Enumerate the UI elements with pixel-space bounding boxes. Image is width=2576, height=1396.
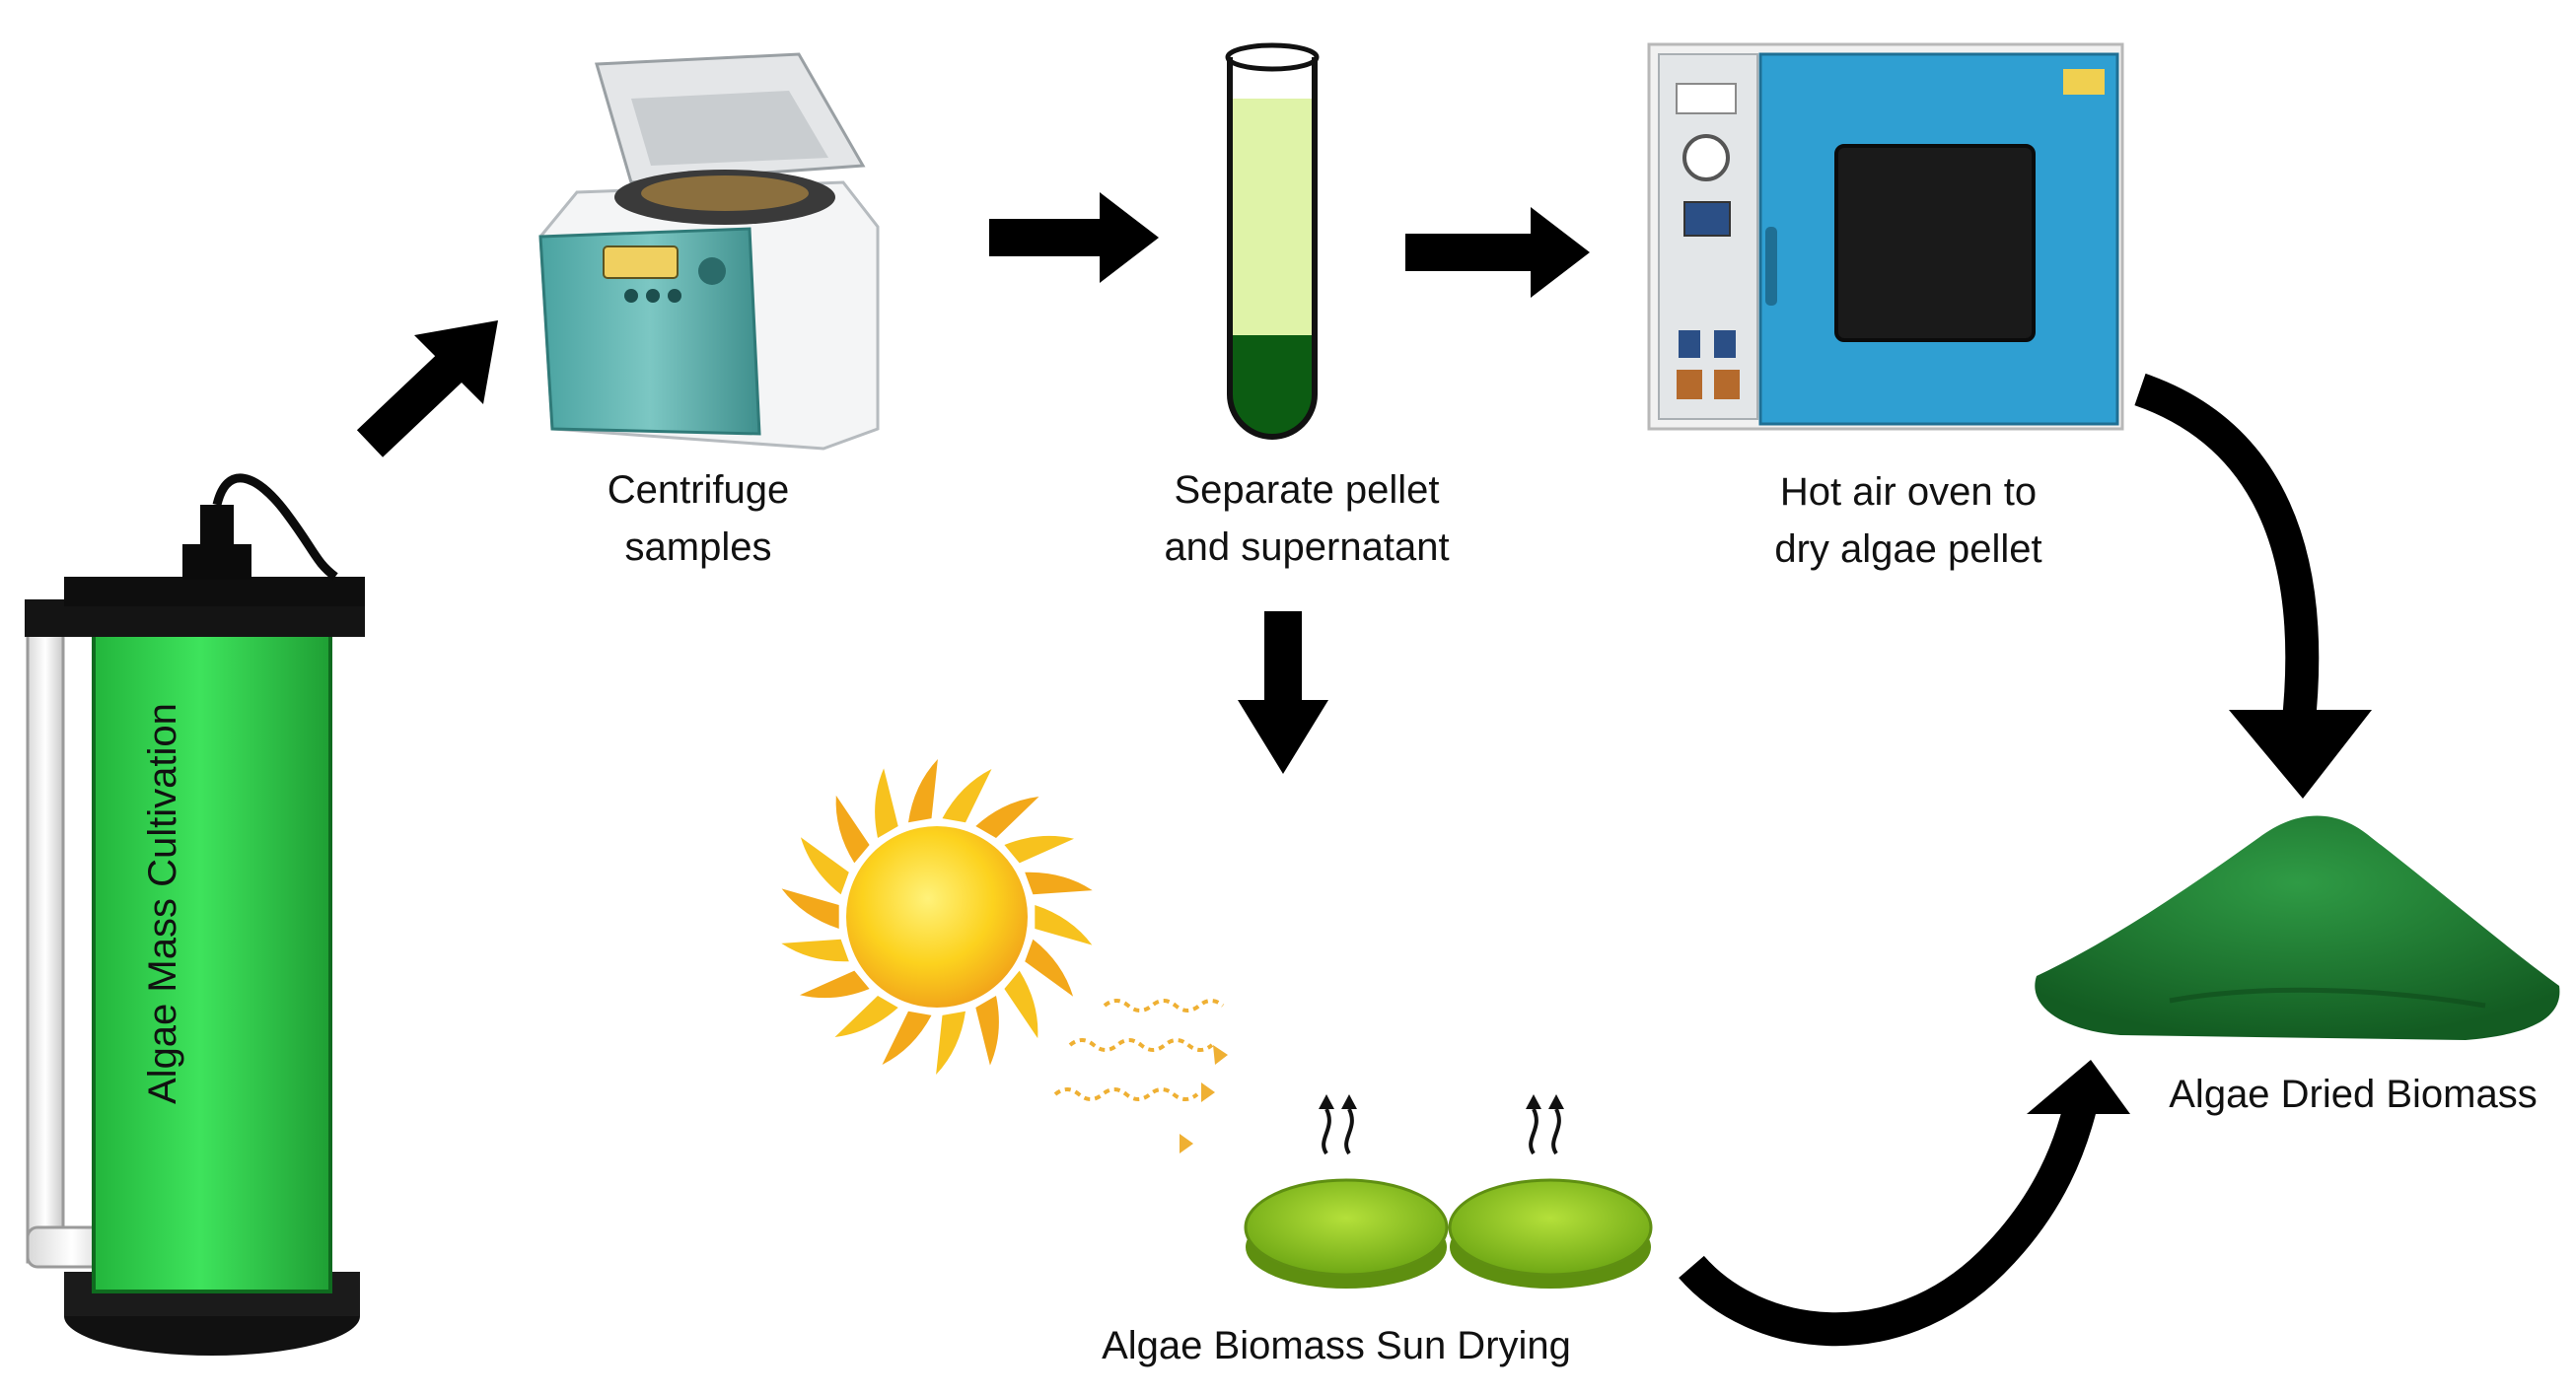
sun-drying-label: Algae Biomass Sun Drying (1102, 1324, 1571, 1367)
test-tube-icon (1225, 42, 1320, 440)
sun-ray (942, 769, 992, 823)
sun-ray (1025, 939, 1074, 997)
arrow-to-centrifuge (356, 320, 498, 457)
sun-ray (1004, 970, 1038, 1039)
sun-ray (1025, 872, 1093, 895)
sun-icon (781, 759, 1228, 1153)
centrifuge-label-line1: Centrifuge (608, 468, 790, 512)
dried-biomass-label: Algae Dried Biomass (2169, 1073, 2538, 1116)
cultivation-label: Algae Mass Cultivation (141, 703, 184, 1104)
sun-ray (781, 939, 849, 962)
sun-ray (975, 797, 1039, 838)
sun-ray (1035, 905, 1093, 945)
powder-pile-icon (2035, 815, 2560, 1040)
arrow-to-oven (1405, 207, 1590, 298)
arrow-to-sun-drying (1238, 611, 1328, 774)
centrifuge-label-line2: samples (625, 525, 772, 569)
centrifuge-icon (538, 52, 880, 451)
sun-ray (781, 888, 839, 929)
oven-label-line1: Hot air oven to (1780, 470, 2037, 514)
sun-ray (835, 795, 870, 864)
sun-ray (882, 1011, 932, 1065)
sun-ray (975, 996, 999, 1066)
separate-label-line1: Separate pellet (1174, 468, 1439, 512)
separate-label-line2: and supernatant (1164, 525, 1449, 569)
sun-ray (936, 1011, 966, 1075)
sun-ray (800, 837, 849, 895)
sun-ray (834, 996, 898, 1037)
photobioreactor-icon: Algae Mass Cultivation (25, 473, 365, 1356)
curved-arrow-petri-to-powder (1679, 1060, 2130, 1347)
hot-air-oven-icon (1647, 42, 2124, 431)
curved-arrow-oven-to-powder (2134, 373, 2372, 799)
oven-label-line2: dry algae pellet (1774, 527, 2041, 571)
sun-ray (800, 970, 870, 999)
sun-ray (875, 768, 898, 838)
sun-ray (1004, 835, 1074, 864)
petri-dish-icon (1448, 1094, 1653, 1289)
sun-ray (908, 759, 938, 823)
arrow-to-tube (989, 192, 1159, 283)
petri-dish-icon (1244, 1094, 1449, 1289)
